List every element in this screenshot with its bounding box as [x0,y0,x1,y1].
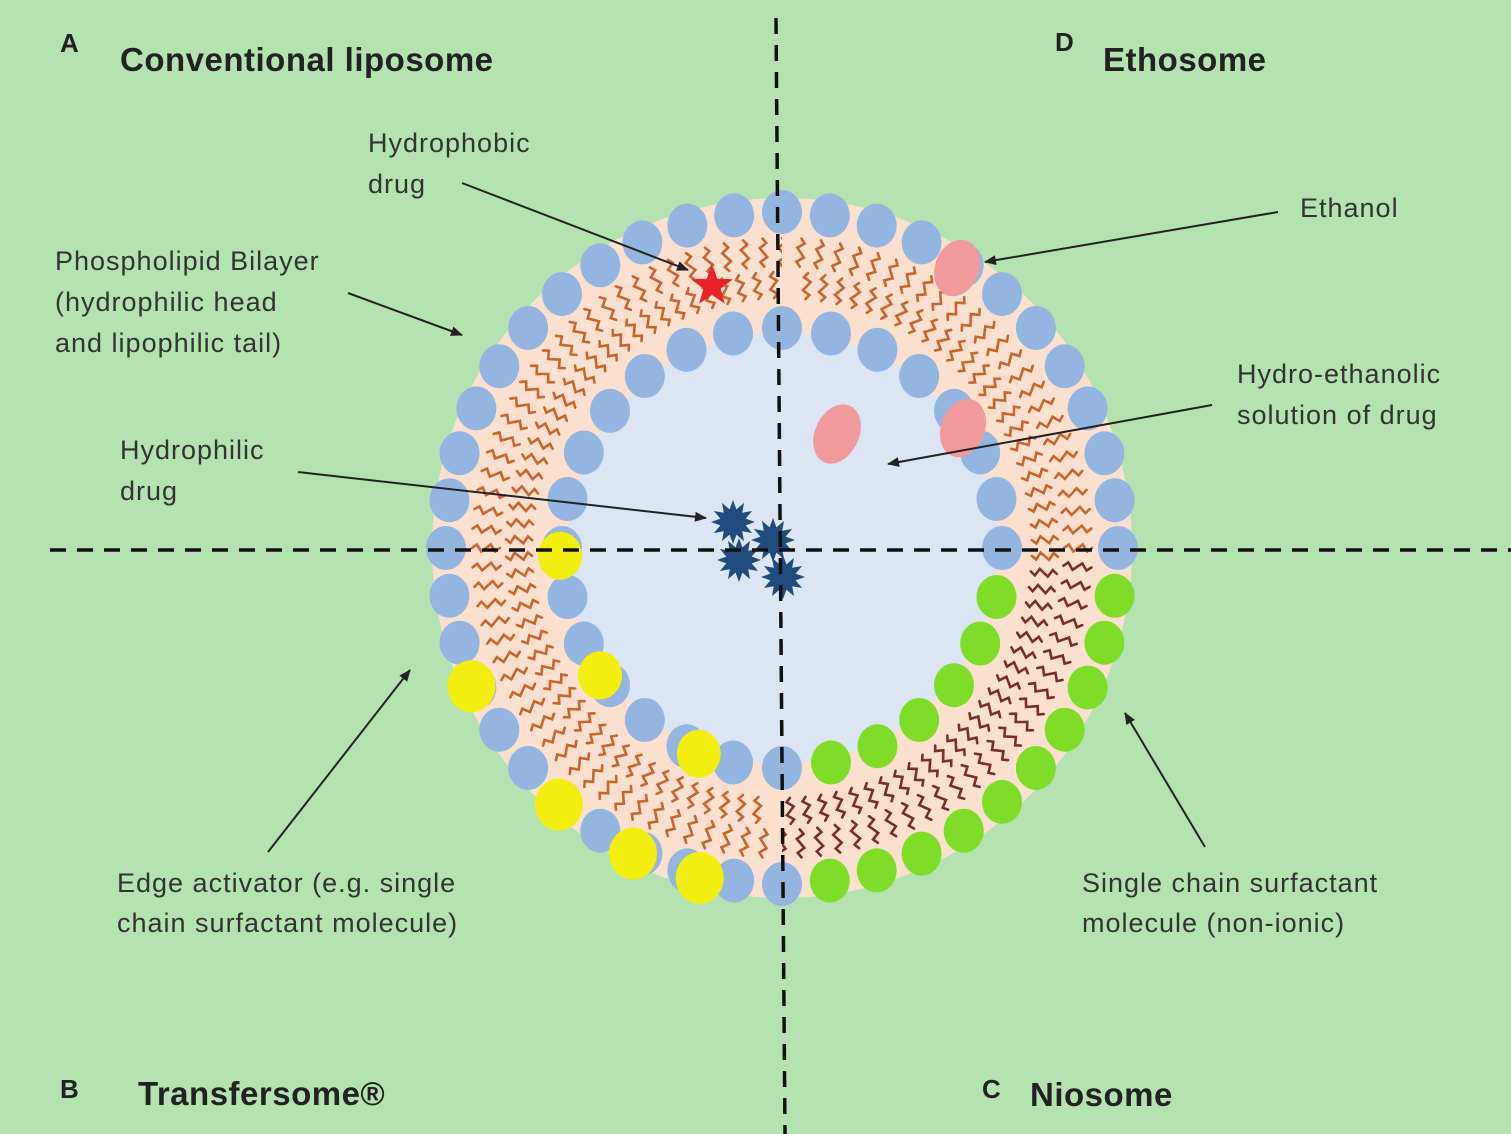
phospholipid-head [625,354,665,398]
quadrant-a-title: Conventional liposome [120,41,494,78]
phospholipid-head [977,477,1017,521]
niosome-surfactant-head [960,622,1000,666]
quadrant-d-title: Ethosome [1103,41,1267,78]
niosome-surfactant-head [1045,708,1085,752]
phospholipid-head [1095,478,1135,522]
phospholipid-head [902,220,942,264]
phospholipid-head [508,306,548,350]
niosome-surfactant-head [1068,666,1108,710]
phospholipid-head [542,272,582,316]
niosome-surfactant-head [977,575,1017,619]
phospholipid-head [1084,431,1124,475]
edge-activator-head [578,651,622,699]
niosome-surfactant-head [811,741,851,785]
phospholipid-head [810,193,850,237]
niosome-surfactant-head [1016,746,1056,790]
niosome-surfactant-head [899,698,939,742]
ethanol-label: Ethanol [1300,193,1399,223]
niosome-surfactant-head [902,832,942,876]
niosome-surfactant-head [944,809,984,853]
phospholipid-head [858,328,898,372]
phospholipid-head [1045,344,1085,388]
edge-activator-head [447,660,495,712]
edge-activator-head [677,730,721,778]
phospholipid-head [714,193,754,237]
phospholipid-head [508,746,548,790]
phospholipid-head [713,312,753,356]
quadrant-b-title: Transfersome® [138,1075,385,1112]
phospholipid-head [440,621,480,665]
phospholipid-head [667,204,707,248]
niosome-surfactant-head [810,859,850,903]
phospholipid-head [1016,306,1056,350]
edge-activator-head [676,852,724,904]
niosome-surfactant-head [857,848,897,892]
phospholipid-head [426,526,466,570]
phospholipid-head [857,204,897,248]
phospholipid-head [1068,386,1108,430]
phospholipid-head [762,306,802,350]
niosome-surfactant-head [1095,574,1135,618]
quadrant-c-title: Niosome [1030,1076,1173,1113]
edge-activator-head [609,828,657,880]
phospholipid-head [479,708,519,752]
quadrant-b-letter: B [60,1074,79,1104]
phospholipid-head [590,389,630,433]
phospholipid-head [456,386,496,430]
phospholipid-head [811,312,851,356]
edge-activator-head [538,532,582,580]
phospholipid-head [625,698,665,742]
quadrant-a-letter: A [60,28,79,58]
edge-activator-head [535,779,583,831]
phospholipid-head [762,190,802,234]
phospholipid-head [429,478,469,522]
phospholipid-head [580,243,620,287]
niosome-surfactant-head [982,780,1022,824]
phospholipid-head [429,574,469,618]
phospholipid-head [479,344,519,388]
niosome-surfactant-head [858,724,898,768]
phospholipid-head [548,575,588,619]
phospholipid-head [982,526,1022,570]
phospholipid-head [548,477,588,521]
phospholipid-head [899,354,939,398]
phospholipid-head [1098,526,1138,570]
phospholipid-head [440,431,480,475]
niosome-surfactant-head [934,663,974,707]
quadrant-d-letter: D [1055,27,1074,57]
phospholipid-head [982,272,1022,316]
quadrant-c-letter: C [982,1074,1001,1104]
niosome-surfactant-head [1084,621,1124,665]
phospholipid-head [564,431,604,475]
phospholipid-head [667,328,707,372]
